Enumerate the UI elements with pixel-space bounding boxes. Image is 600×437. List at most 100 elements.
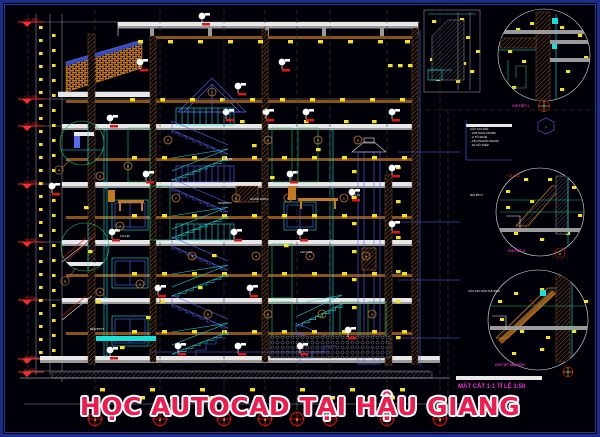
detail-tag[interactable]: 2	[367, 309, 377, 319]
leader-callout[interactable]	[302, 108, 314, 122]
leader-callout[interactable]	[262, 108, 274, 122]
dimension-text	[150, 388, 155, 392]
detail-tag[interactable]: 4	[251, 251, 261, 261]
dimension-text	[540, 288, 545, 291]
leader-callout[interactable]	[48, 182, 60, 196]
dimension-text	[39, 286, 43, 289]
dimension-text	[560, 88, 565, 91]
dimension-text	[405, 40, 410, 44]
dimension-text	[402, 330, 407, 334]
detail-tag[interactable]: 1	[317, 309, 327, 319]
detail-callout-eave[interactable]: 4	[54, 120, 105, 175]
detail-tag[interactable]: 2	[115, 221, 125, 231]
leader-callout[interactable]	[198, 12, 210, 26]
detail-tag[interactable]: 9	[283, 193, 293, 203]
stair-flights	[171, 120, 343, 355]
grid-bubble[interactable]: 7	[379, 398, 395, 427]
dimension-text	[360, 396, 365, 400]
detail-tag[interactable]: 8	[203, 309, 213, 319]
detail-tag[interactable]: 9	[263, 309, 273, 319]
dimension-text	[342, 214, 347, 218]
leader-callout[interactable]	[230, 228, 242, 242]
leader-callout[interactable]	[246, 284, 258, 298]
leader-callout[interactable]	[344, 326, 356, 340]
leader-callout[interactable]	[296, 342, 308, 356]
leader-callout[interactable]	[388, 164, 400, 178]
detail-tag[interactable]: 1	[339, 193, 349, 203]
svg-text:4: 4	[264, 417, 267, 422]
svg-text:8: 8	[235, 197, 237, 201]
detail-callout-stair[interactable]: 5	[60, 222, 110, 286]
annotation: GIẰNG MÓNG	[250, 196, 269, 201]
leader-callout[interactable]	[106, 346, 118, 360]
dimension-text	[162, 330, 167, 334]
detail-tag[interactable]: 6	[123, 161, 133, 171]
svg-text:5: 5	[357, 139, 359, 143]
leader-callout[interactable]	[388, 108, 400, 122]
grid-lines-vertical	[94, 10, 441, 400]
dimension-text	[250, 98, 255, 102]
leader-callout[interactable]	[296, 228, 308, 242]
dimension-text	[530, 22, 535, 25]
grid-bubble[interactable]: 8	[432, 398, 448, 427]
leader-callout[interactable]	[348, 188, 360, 202]
grid-bubble[interactable]: 2	[152, 398, 168, 427]
leader-callout[interactable]	[286, 170, 298, 184]
dimension-text	[252, 144, 257, 148]
dimension-text	[584, 300, 589, 303]
leader-callout[interactable]	[278, 58, 290, 72]
detail-tag[interactable]: 4	[313, 135, 323, 145]
leader-callout[interactable]	[136, 58, 148, 72]
svg-text:+12.300: +12.300	[24, 122, 38, 126]
grid-bubble[interactable]: 4	[257, 398, 273, 427]
dimension-text	[200, 388, 205, 392]
detail-tag[interactable]: 7	[171, 193, 181, 203]
detail-tag[interactable]: 2	[163, 135, 173, 145]
stair-flight	[171, 148, 229, 181]
grid-bubble[interactable]: 5	[289, 398, 305, 427]
dimension-text	[100, 388, 105, 392]
dimension-text	[52, 34, 56, 37]
grid-bubble[interactable]: 6	[322, 398, 338, 427]
dimension-text	[39, 312, 43, 315]
note-line: - LỢP NGÓI 22V/M2	[470, 130, 496, 135]
detail-tag[interactable]: 7	[135, 279, 145, 289]
dimension-text	[352, 222, 357, 226]
dimension-text	[402, 156, 407, 160]
detail-circle-bottom-right[interactable]: CẤU TẠO SÂN THƯỢNG CHI TIẾT MÁI ĐÓN	[468, 269, 598, 378]
dimension-text	[498, 300, 503, 303]
dimension-text	[198, 40, 203, 44]
note-line: - CẦU PHONG 50x100	[470, 139, 499, 143]
detail-tag[interactable]: 5	[305, 251, 315, 261]
detail-circle-mid-right[interactable]: +13.800 MÁI BTCT CHI TIẾT 2 2	[470, 167, 596, 259]
detail-tag[interactable]: 3	[95, 171, 105, 181]
detail-circle-top-right[interactable]: CHI TIẾT 1	[497, 8, 596, 112]
leader-callout[interactable]	[142, 170, 154, 184]
leader-callout[interactable]	[234, 82, 246, 96]
detail-tag[interactable]: 4	[95, 287, 105, 297]
leader-callout[interactable]	[222, 108, 234, 122]
detail-tag[interactable]: 3	[263, 135, 273, 145]
leader-callout[interactable]	[174, 342, 186, 356]
detail-tag[interactable]: 3	[187, 251, 197, 261]
leader-callout[interactable]	[106, 114, 118, 128]
detail-tag[interactable]: 6	[361, 251, 371, 261]
hex-marker-2[interactable]: 2	[537, 117, 555, 135]
detail-tag[interactable]: 1	[207, 87, 217, 97]
svg-text:3: 3	[223, 417, 226, 422]
grid-bubble[interactable]: 3	[216, 398, 232, 427]
leader-callout[interactable]	[234, 342, 246, 356]
dimension-text	[524, 178, 529, 181]
grid-bubbles[interactable]: 1 2 3 4 5 6 7 8	[87, 398, 448, 427]
dimension-text	[39, 182, 43, 185]
detail-tag[interactable]: 5	[353, 135, 363, 145]
leader-callout[interactable]	[108, 228, 120, 242]
svg-text:6: 6	[329, 417, 332, 422]
detail-tag[interactable]: 8	[231, 193, 241, 203]
dimension-text	[146, 316, 151, 320]
dimension-text	[52, 349, 56, 352]
grid-bubble[interactable]: 1	[87, 398, 103, 427]
leader-callout[interactable]	[388, 220, 400, 234]
